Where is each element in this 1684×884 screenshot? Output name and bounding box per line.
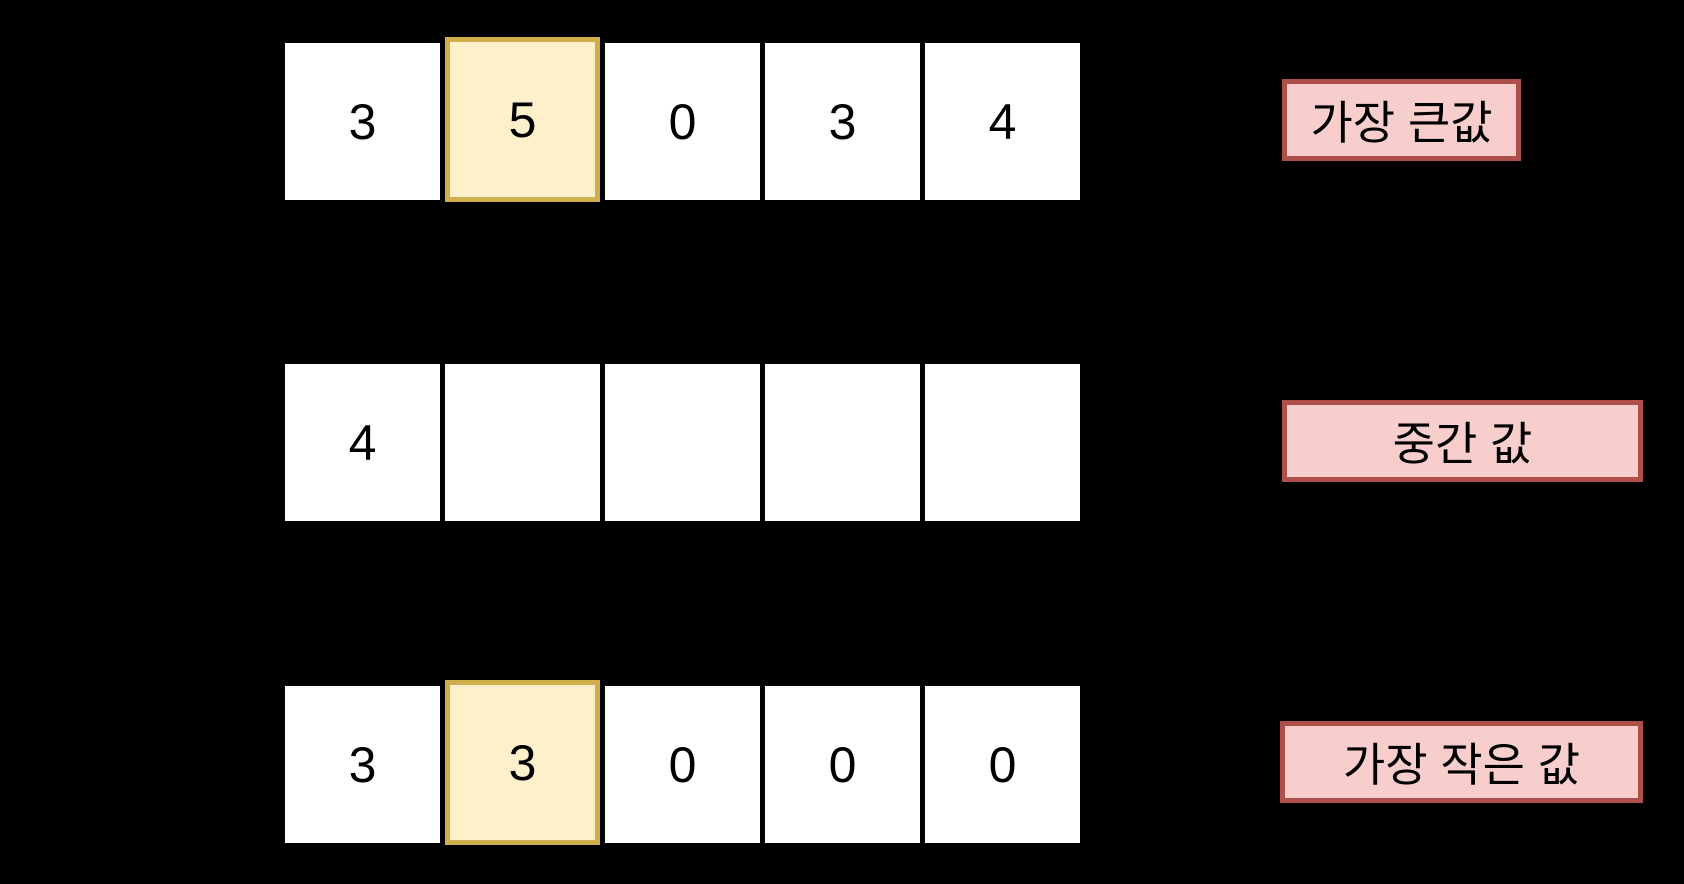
array-cell: 3 xyxy=(445,680,600,845)
array-cell: 3 xyxy=(285,43,440,200)
array-cell: 5 xyxy=(445,37,600,202)
label-middle-value: 중간 값 xyxy=(1282,400,1643,482)
array-cell xyxy=(925,364,1080,521)
array-row-max: 3 5 0 3 4 xyxy=(285,37,1080,202)
array-cell: 0 xyxy=(605,43,760,200)
array-cell: 0 xyxy=(605,686,760,843)
array-row-min: 3 3 0 0 0 xyxy=(285,680,1080,845)
array-cell xyxy=(605,364,760,521)
array-cell: 0 xyxy=(765,686,920,843)
label-largest-value: 가장 큰값 xyxy=(1282,79,1521,161)
array-cell: 4 xyxy=(285,364,440,521)
array-cell xyxy=(445,364,600,521)
label-smallest-value: 가장 작은 값 xyxy=(1280,721,1643,803)
array-cell: 3 xyxy=(285,686,440,843)
array-cell: 3 xyxy=(765,43,920,200)
array-cell xyxy=(765,364,920,521)
array-row-middle: 4 xyxy=(285,364,1080,521)
array-cell: 0 xyxy=(925,686,1080,843)
array-cell: 4 xyxy=(925,43,1080,200)
